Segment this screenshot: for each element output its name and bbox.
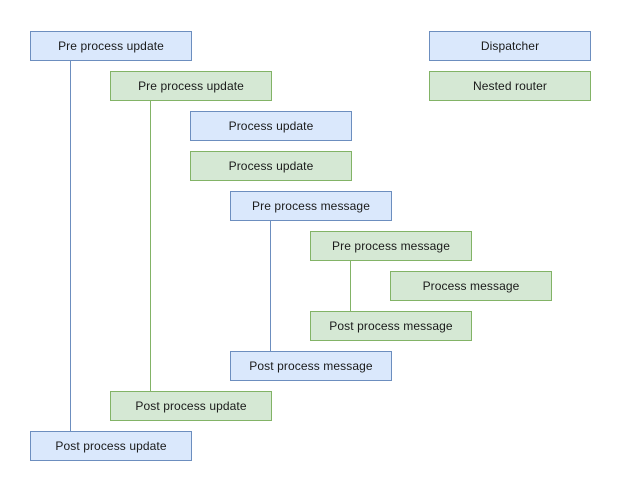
edge-pre-post-process-update-dispatcher <box>70 61 71 431</box>
edge-pre-post-process-update-router <box>150 101 151 391</box>
node-pre-process-message-router[interactable]: Pre process message <box>310 231 472 261</box>
node-process-update-router[interactable]: Process update <box>190 151 352 181</box>
node-pre-process-update-router[interactable]: Pre process update <box>110 71 272 101</box>
node-post-process-update-router[interactable]: Post process update <box>110 391 272 421</box>
node-post-process-message-dispatcher[interactable]: Post process message <box>230 351 392 381</box>
node-post-process-message-router[interactable]: Post process message <box>310 311 472 341</box>
legend-item-nested-router: Nested router <box>429 71 591 101</box>
edge-pre-post-process-message-router <box>350 261 351 311</box>
node-pre-process-update-dispatcher[interactable]: Pre process update <box>30 31 192 61</box>
node-pre-process-message-dispatcher[interactable]: Pre process message <box>230 191 392 221</box>
edge-pre-post-process-message-dispatcher <box>270 221 271 351</box>
node-process-message-router[interactable]: Process message <box>390 271 552 301</box>
legend-item-dispatcher: Dispatcher <box>429 31 591 61</box>
node-post-process-update-dispatcher[interactable]: Post process update <box>30 431 192 461</box>
node-process-update-dispatcher[interactable]: Process update <box>190 111 352 141</box>
